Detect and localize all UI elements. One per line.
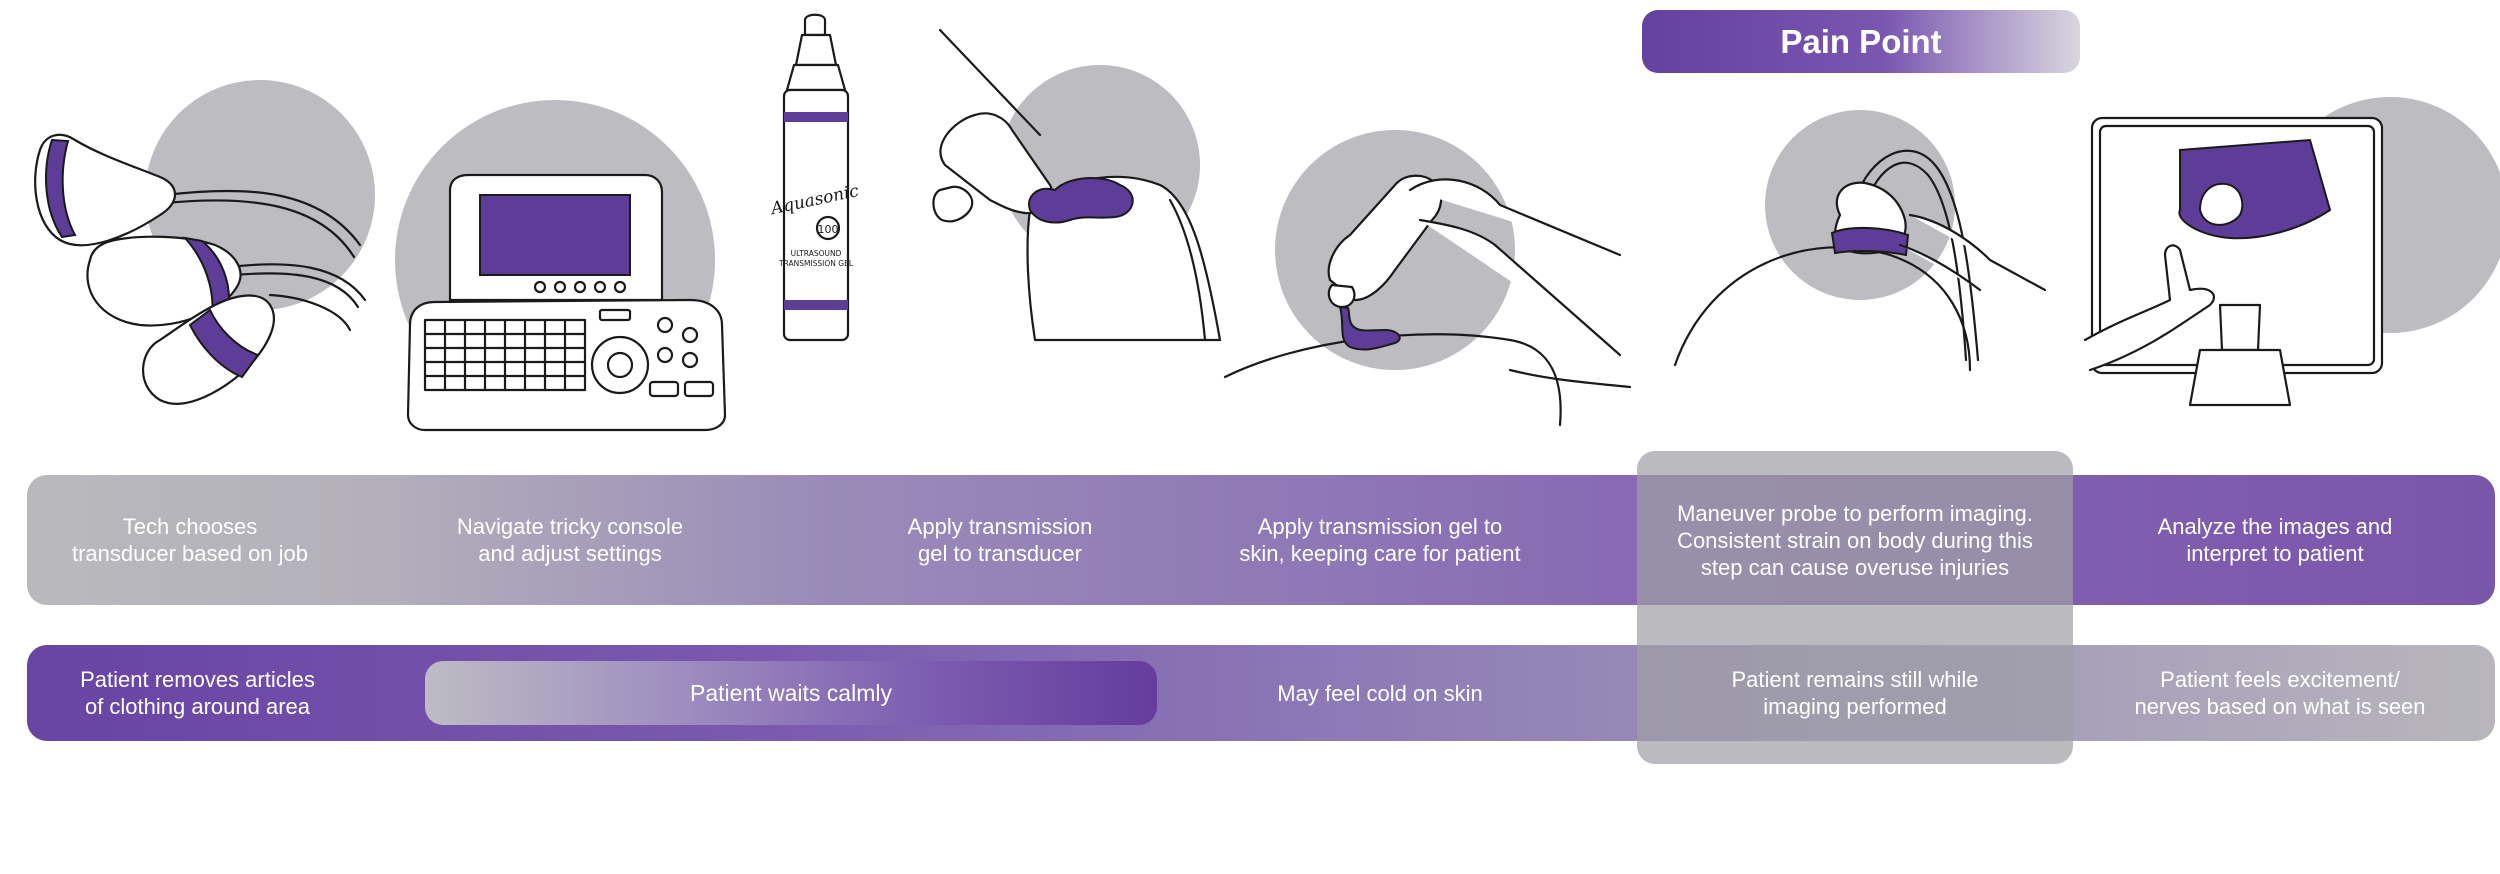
gel-caption-text-2: TRANSMISSION GEL bbox=[778, 259, 854, 268]
tech-step-3: Apply transmission gel to transducer bbox=[907, 514, 1093, 566]
gel-number-text: 100 bbox=[818, 223, 839, 236]
tech-step-6: Analyze the images and interpret to pati… bbox=[2157, 514, 2393, 566]
tech-step-1: Tech chooses transducer based on job bbox=[71, 514, 309, 566]
technician-steps-band bbox=[27, 475, 2495, 605]
pain-point-header: Pain Point bbox=[1642, 10, 2080, 73]
gel-bottle-illustration: Aquasonic 100 ULTRASOUND TRANSMISSION GE… bbox=[767, 13, 861, 342]
gel-on-transducer-illustration bbox=[932, 28, 1222, 342]
tech-step-4: Apply transmission gel to skin, keeping … bbox=[1239, 514, 1521, 566]
patient-step-5: Patient remains still while imaging perf… bbox=[1731, 667, 1979, 719]
tech-step-5: Maneuver probe to perform imaging. Consi… bbox=[1677, 500, 2033, 580]
ultrasound-console-illustration bbox=[395, 100, 727, 432]
pain-point-highlight bbox=[1637, 451, 2073, 764]
gel-on-skin-illustration bbox=[1223, 130, 1632, 427]
monitor-analysis-illustration bbox=[2083, 97, 2500, 407]
gel-caption-text: ULTRASOUND bbox=[791, 249, 842, 258]
transducers-illustration bbox=[34, 80, 375, 405]
probe-imaging-illustration bbox=[1673, 110, 2047, 372]
patient-step-6: Patient feels excitement/ nerves based o… bbox=[2134, 667, 2426, 719]
patient-step-1: Patient removes articles of clothing aro… bbox=[80, 667, 315, 719]
patient-step-2: Patient waits calmly bbox=[425, 661, 1157, 725]
tech-step-2: Navigate tricky console and adjust setti… bbox=[456, 514, 684, 566]
patient-step-4: May feel cold on skin bbox=[1277, 680, 1483, 706]
